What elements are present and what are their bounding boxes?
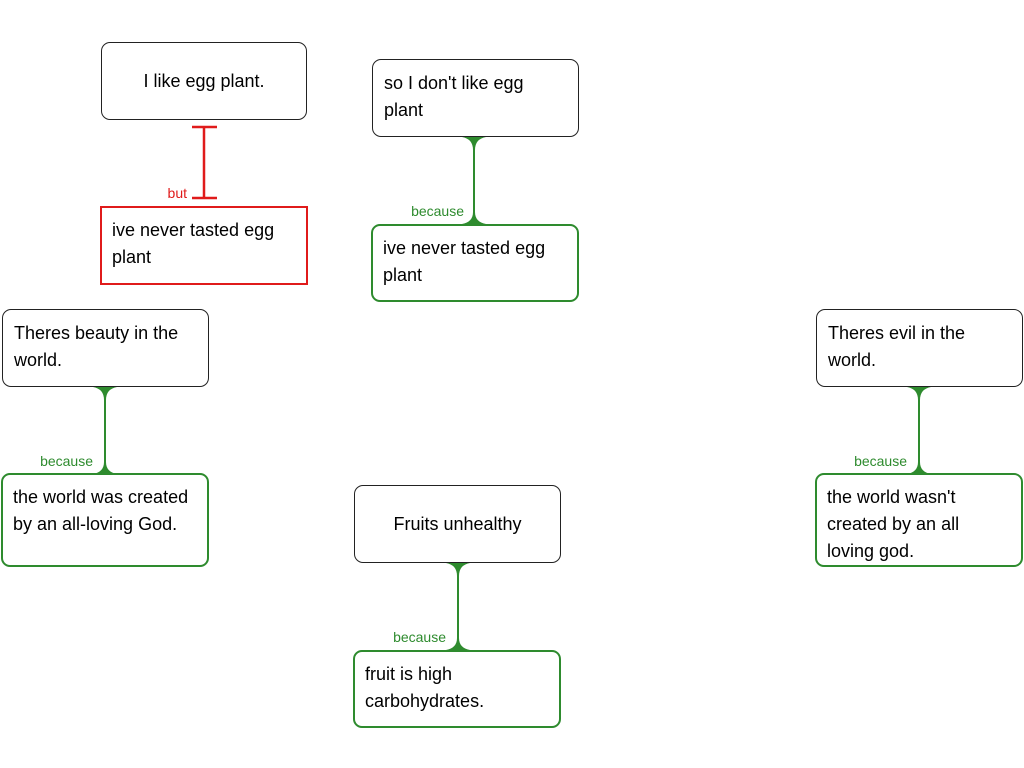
support-connector-egg-plant xyxy=(462,137,486,224)
claim-node-beauty[interactable]: Theres beauty in the world. xyxy=(2,309,209,387)
claim-text: so I don't like egg plant xyxy=(384,73,524,120)
objection-node-never-tasted[interactable]: ive never tasted egg plant xyxy=(100,206,308,285)
reason-node-carbs[interactable]: fruit is high carbohydrates. xyxy=(353,650,561,728)
claim-text: Theres evil in the world. xyxy=(828,323,966,370)
reason-node-never-tasted[interactable]: ive never tasted egg plant xyxy=(371,224,579,302)
support-connector-evil xyxy=(907,387,931,474)
connector-label-because: because xyxy=(411,203,464,219)
claim-node-egg-plant-like[interactable]: I like egg plant. xyxy=(101,42,307,120)
reason-node-loving-god[interactable]: the world was created by an all-loving G… xyxy=(1,473,209,567)
connector-label-but: but xyxy=(167,185,187,201)
claim-node-egg-plant-dislike[interactable]: so I don't like egg plant xyxy=(372,59,579,137)
support-connector-fruits xyxy=(446,563,470,650)
reason-text: the world wasn't created by an all lovin… xyxy=(827,487,960,561)
reason-node-no-loving-god[interactable]: the world wasn't created by an all lovin… xyxy=(815,473,1023,567)
claim-node-fruits[interactable]: Fruits unhealthy xyxy=(354,485,561,563)
reason-text: ive never tasted egg plant xyxy=(383,238,546,285)
connector-label-because: because xyxy=(393,629,446,645)
claim-text: I like egg plant. xyxy=(143,70,265,91)
opposition-connector xyxy=(192,125,217,200)
claim-text: Fruits unhealthy xyxy=(393,513,522,534)
claim-node-evil[interactable]: Theres evil in the world. xyxy=(816,309,1023,387)
connector-label-because: because xyxy=(40,453,93,469)
support-connector-beauty xyxy=(93,387,117,474)
objection-text: ive never tasted egg plant xyxy=(112,220,275,267)
claim-text: Theres beauty in the world. xyxy=(14,323,179,370)
connector-label-because: because xyxy=(854,453,907,469)
reason-text: the world was created by an all-loving G… xyxy=(13,487,189,534)
reason-text: fruit is high carbohydrates. xyxy=(365,664,485,711)
